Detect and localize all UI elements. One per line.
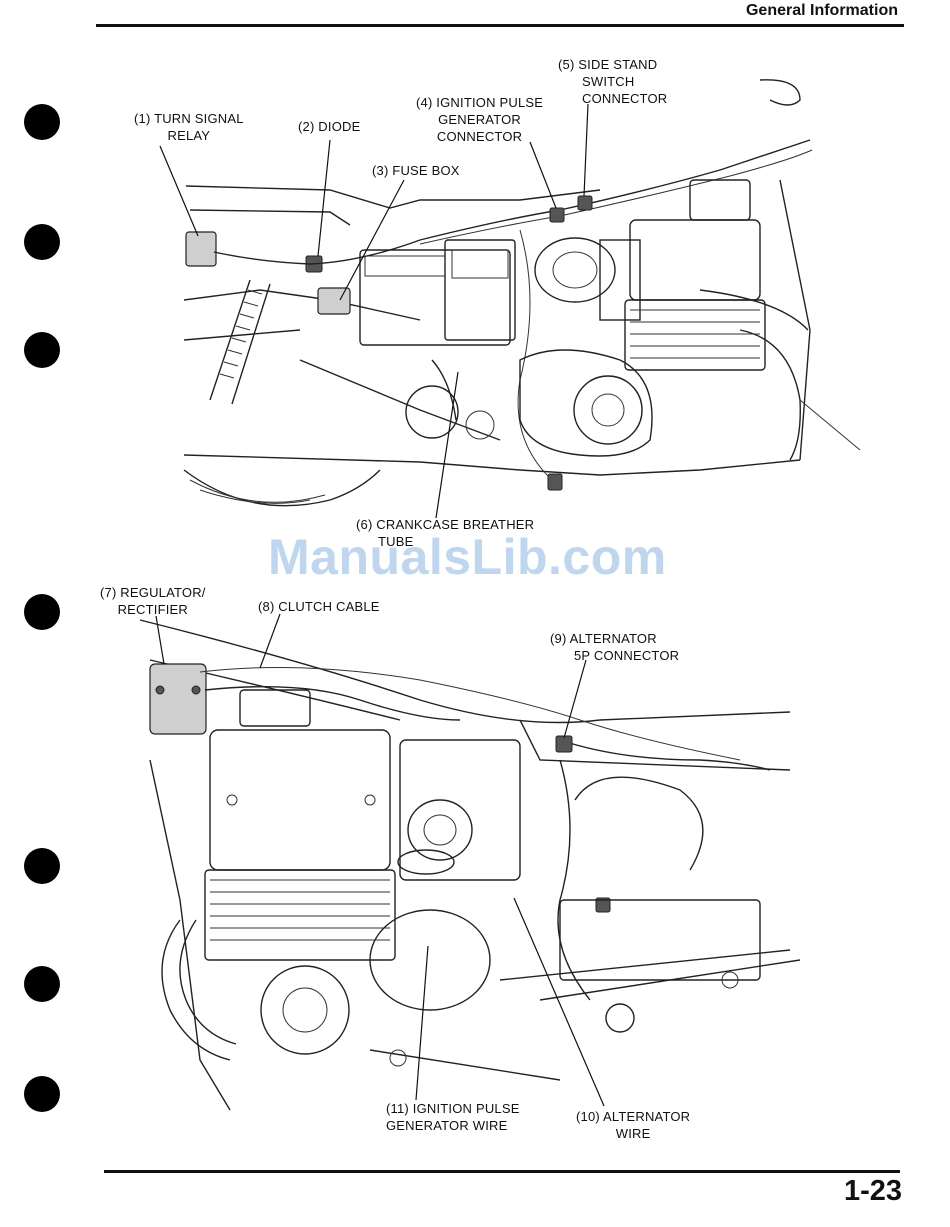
binder-hole [24,104,60,140]
callout-text: (2) DIODE [298,119,361,134]
binder-hole [24,332,60,368]
binder-hole [24,224,60,260]
callout-text: (3) FUSE BOX [372,163,460,178]
callout-side-stand-switch-connector: (5) SIDE STAND SWITCH CONNECTOR [558,56,667,107]
callout-text: (11) IGNITION PULSE [386,1101,520,1116]
callout-text: SWITCH [582,74,635,89]
bottom-engine-illustration [139,619,801,1111]
callout-text: GENERATOR [438,112,522,127]
callout-alternator-5p-connector: (9) ALTERNATOR 5P CONNECTOR [550,630,679,664]
callout-diode: (2) DIODE [298,118,360,135]
callout-text: (10) ALTERNATOR [576,1109,691,1124]
callout-turn-signal-relay: (1) TURN SIGNAL RELAY [134,110,244,144]
callout-text: (6) CRANKCASE BREATHER [356,517,535,532]
callout-alternator-wire: (10) ALTERNATOR WIRE [576,1108,690,1142]
callout-ignition-pulse-generator-wire: (11) IGNITION PULSE GENERATOR WIRE [386,1100,520,1134]
footer-rule [104,1170,900,1173]
callout-ignition-pulse-generator-connector: (4) IGNITION PULSE GENERATOR CONNECTOR [416,94,543,145]
callout-text: WIRE [615,1126,651,1141]
callout-crankcase-breather-tube: (6) CRANKCASE BREATHER TUBE [356,516,534,550]
binder-hole [24,966,60,1002]
callout-text: RELAY [167,128,211,143]
callout-fuse-box: (3) FUSE BOX [372,162,460,179]
callout-text: 5P CONNECTOR [574,648,680,663]
callout-text: CONNECTOR [582,91,668,106]
callout-text: CONNECTOR [436,129,523,144]
callout-text: (9) ALTERNATOR [550,631,657,646]
callout-leaders [155,103,605,1107]
callout-text: RECTIFIER [117,602,189,617]
callout-clutch-cable: (8) CLUTCH CABLE [258,598,380,615]
callout-text: (4) IGNITION PULSE [416,95,544,110]
callout-text: (5) SIDE STAND [558,57,658,72]
binder-hole [24,1076,60,1112]
page-number: 1-23 [843,1175,902,1207]
header-rule [96,24,904,27]
callout-text: GENERATOR WIRE [386,1118,508,1133]
binder-hole [24,594,60,630]
callout-text: (1) TURN SIGNAL [134,111,244,126]
callout-text: (7) REGULATOR/ [100,585,206,600]
callout-text: TUBE [378,534,414,549]
section-title: General Information [745,2,898,19]
top-engine-illustration [183,79,861,507]
callout-text: (8) CLUTCH CABLE [258,599,380,614]
binder-hole [24,848,60,884]
watermark: ManualsLib.com [268,529,667,585]
callout-regulator-rectifier: (7) REGULATOR/ RECTIFIER [100,584,206,618]
